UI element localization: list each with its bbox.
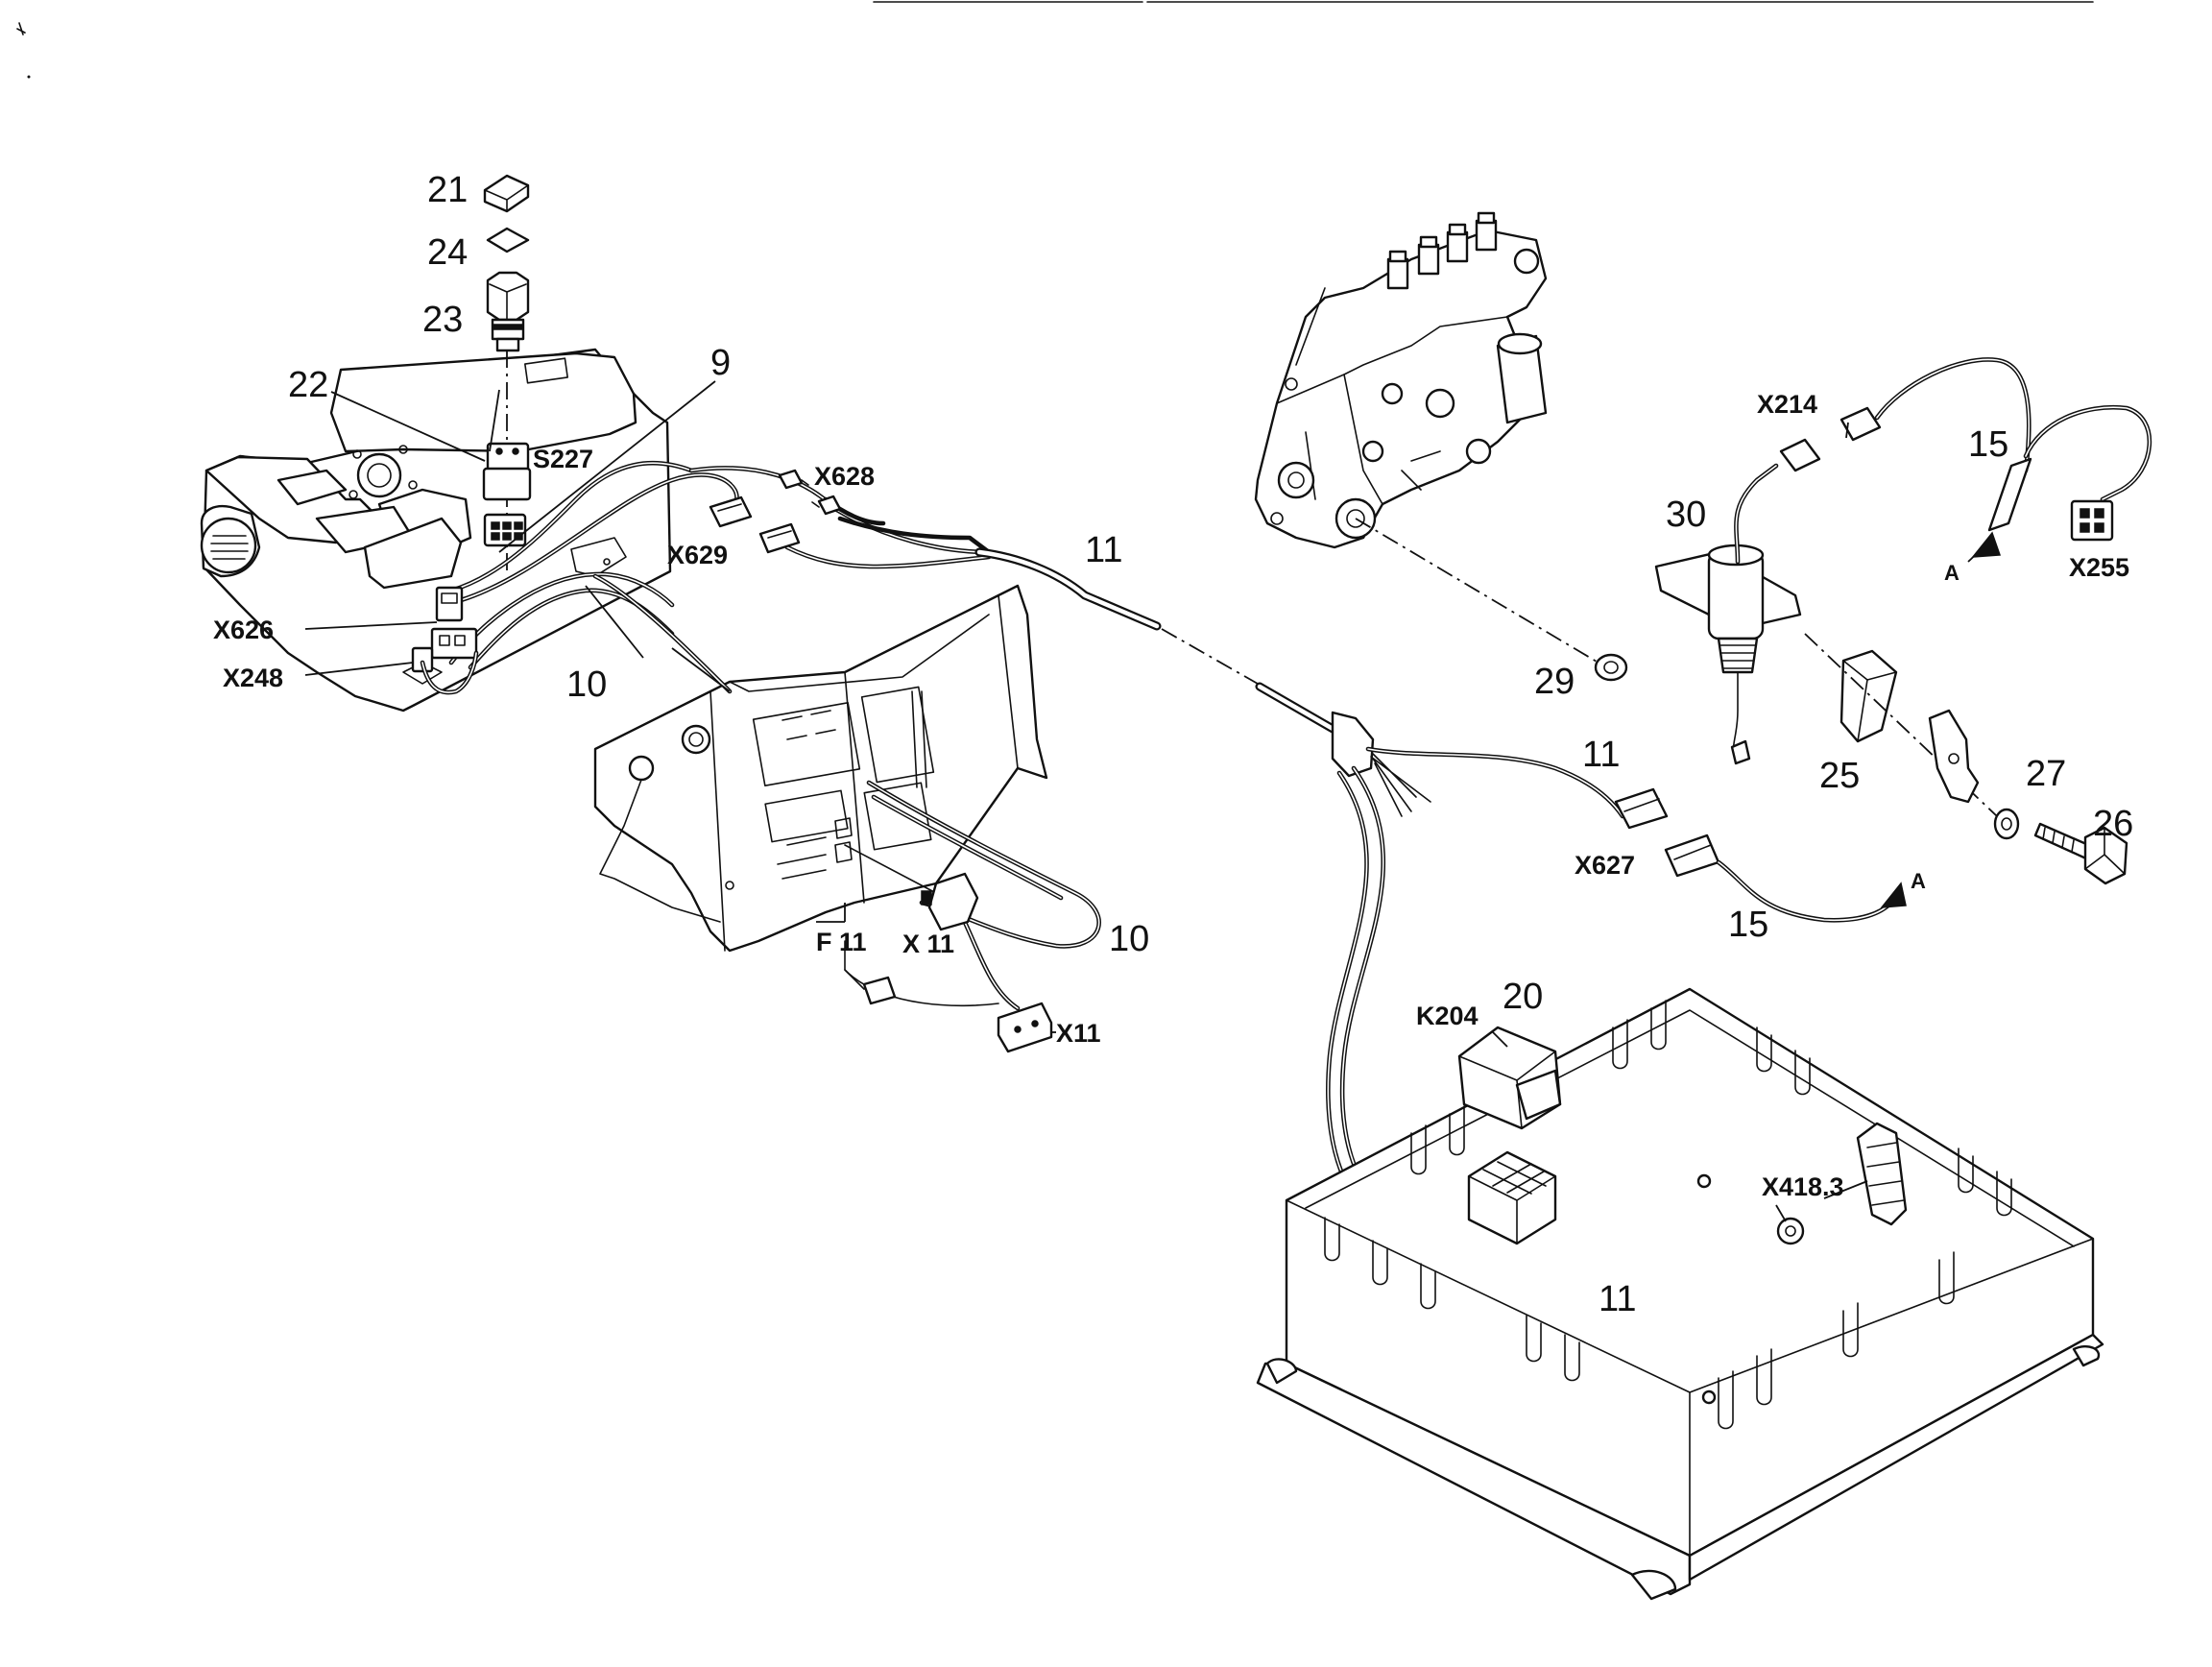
callout-21: 21 [427, 170, 468, 210]
relay-k204 [1457, 1026, 1562, 1130]
switch-body-23 [486, 271, 530, 352]
callout-x11a: X 11 [902, 930, 954, 958]
callout-x214: X214 [1757, 390, 1817, 419]
terminal-strip-x418-3 [1856, 1122, 1908, 1226]
callout-27: 27 [2026, 754, 2066, 794]
connector-x255 [2070, 499, 2114, 542]
callout-10b: 10 [1109, 919, 1149, 959]
bolt-26 [2033, 822, 2128, 885]
callout-30: 30 [1666, 495, 1706, 535]
bracket-25 [1839, 649, 1898, 743]
callout-15b: 15 [1728, 905, 1768, 945]
harness-15-lower [1716, 859, 1907, 923]
callout-26: 26 [2093, 804, 2133, 844]
harness-15-upper [1874, 357, 2152, 532]
callout-24: 24 [427, 232, 468, 273]
callout-11a: 11 [1085, 530, 1122, 570]
callouts: 21 24 23 22 S227 9 X628 X629 X626 X248 1… [213, 170, 2133, 1319]
callout-s227: S227 [533, 445, 593, 473]
connector-x628 [778, 469, 842, 516]
connector-x11-plug [921, 872, 979, 931]
arrow-a-upper [1967, 531, 2002, 563]
callout-x626: X626 [213, 616, 274, 644]
callout-20: 20 [1503, 977, 1543, 1017]
callout-x629: X629 [667, 541, 728, 569]
lens-24 [486, 227, 530, 254]
connector-x626 [435, 586, 464, 622]
callout-11c: 11 [1599, 1279, 1636, 1319]
callout-x248: X248 [223, 664, 283, 692]
rocker-cap-21 [483, 174, 530, 213]
callout-f11: F 11 [816, 928, 867, 956]
leader-lines [304, 380, 1868, 1222]
plate-bracket [1928, 709, 1980, 804]
pump-delivery-valves [1386, 211, 1498, 290]
callout-x628: X628 [814, 462, 875, 491]
washer-27 [1993, 808, 2020, 840]
stop-solenoid-30 [1654, 463, 1802, 765]
tray-notches [1324, 1000, 2012, 1430]
battery-tray [1256, 987, 2104, 1601]
fuse-f11 [844, 940, 897, 1005]
control-box [593, 584, 1048, 953]
callout-a-upper: A [1944, 561, 1960, 585]
callout-10a: 10 [566, 664, 607, 705]
injection-pump [1254, 211, 1548, 549]
callout-x627: X627 [1575, 851, 1635, 880]
connector-switch-plug [483, 513, 527, 547]
ring-terminal [1776, 1217, 1805, 1245]
callout-9: 9 [710, 343, 731, 383]
callout-25: 25 [1819, 756, 1860, 796]
callout-11b: 11 [1582, 735, 1620, 775]
connector-x248 [411, 627, 478, 673]
connector-x629 [709, 495, 801, 554]
callout-15a: 15 [1968, 424, 2008, 465]
washer-29 [1594, 653, 1628, 682]
connector-x214 [1779, 406, 1882, 472]
page-border-marks [16, 1, 2094, 79]
main-cable-11 [974, 547, 1375, 778]
callout-k204: K204 [1416, 1002, 1479, 1030]
connector-x11-socket [997, 1002, 1053, 1053]
relay-socket [1467, 1150, 1557, 1245]
cable-10 [592, 573, 1101, 1011]
callout-x11b: X11 [1056, 1019, 1101, 1048]
callout-29: 29 [1534, 662, 1575, 702]
switch-s227 [482, 442, 532, 501]
callout-x418-3: X418.3 [1762, 1172, 1844, 1201]
callout-x255: X255 [2069, 553, 2129, 582]
callout-22: 22 [288, 365, 328, 405]
callout-a-lower: A [1911, 869, 1926, 893]
callout-23: 23 [422, 300, 463, 340]
